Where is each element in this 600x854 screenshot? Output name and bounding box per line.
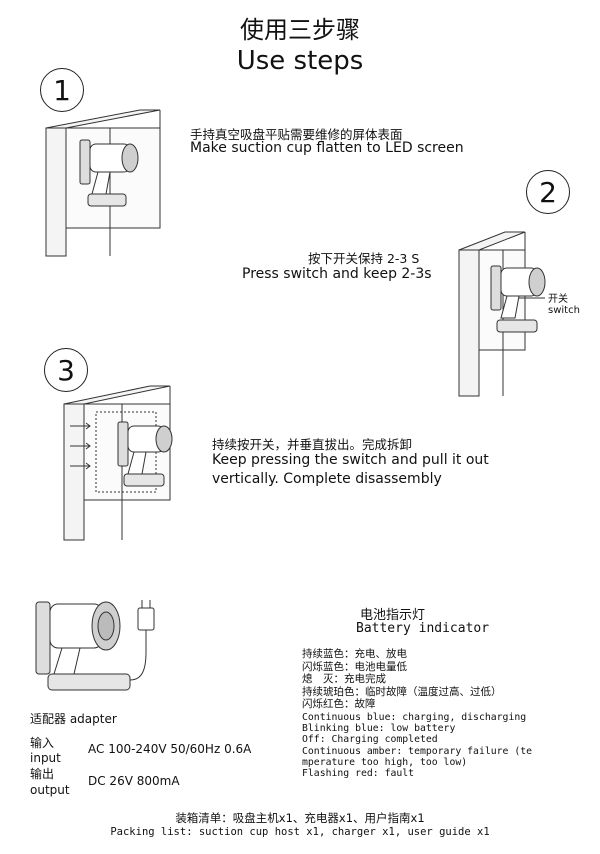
battery-en-line: Continuous blue: charging, discharging [302, 712, 527, 723]
step-3-caption-en-line1: Keep pressing the switch and pull it out [212, 452, 489, 468]
step-1-caption-cn: 手持真空吸盘平贴需要维修的屏体表面 [190, 127, 403, 142]
battery-en-line: mperature too high, too low) [302, 756, 468, 768]
battery-cn-line: 闪烁红色：故障 [302, 698, 376, 710]
page-title-en: Use steps [236, 46, 364, 76]
switch-label-en: switch [548, 305, 580, 316]
input-label-cn: 输入 [30, 736, 55, 750]
page-title-cn: 使用三步骤 [240, 16, 360, 44]
step-2-caption-en: Press switch and keep 2-3s [242, 266, 432, 282]
switch-label-cn: 开关 [548, 294, 568, 305]
battery-cn-line: 闪烁蓝色：电池电量低 [302, 660, 407, 673]
output-value: DC 26V 800mA [88, 774, 180, 788]
battery-title-en: Battery indicator [356, 621, 490, 636]
battery-en-line: Continuous amber: temporary failure (te [302, 745, 533, 757]
battery-en-line: Off: Charging completed [302, 734, 438, 746]
step-1-caption-en: Make suction cup flatten to LED screen [190, 140, 464, 156]
packing-list-cn: 装箱清单：吸盘主机x1、充电器x1、用户指南x1 [175, 811, 425, 825]
step-2-number: 2 [526, 170, 570, 214]
step-3-illustration [63, 385, 173, 541]
step-3-caption-cn: 持续按开关，并垂直拔出。完成拆卸 [212, 437, 413, 452]
battery-cn-line: 持续蓝色：充电、放电 [302, 648, 407, 660]
adapter-label: 适配器 adapter [30, 712, 117, 726]
battery-en-line: Blinking blue: low battery [302, 723, 456, 735]
battery-cn-line: 持续琥珀色：临时故障（温度过高、过低） [302, 685, 502, 698]
step-3-number: 3 [44, 348, 88, 392]
step-1-illustration [45, 109, 161, 257]
step-1-number: 1 [40, 68, 84, 112]
input-label-en: input [30, 751, 61, 765]
battery-en-line: Flashing red: fault [302, 768, 415, 780]
output-label-en: output [30, 783, 70, 797]
step-2-illustration [458, 231, 546, 397]
output-label-cn: 输出 [30, 767, 55, 781]
packing-list-en: Packing list: suction cup host x1, charg… [110, 826, 490, 838]
device-with-charger-illustration [35, 600, 155, 691]
battery-title-cn: 电池指示灯 [360, 608, 426, 623]
step-2-caption-cn: 按下开关保持 2-3 S [308, 251, 420, 266]
battery-cn-line: 熄 灭：充电完成 [302, 673, 386, 685]
input-value: AC 100-240V 50/60Hz 0.6A [88, 742, 252, 756]
step-3-caption-en-line2: vertically. Complete disassembly [212, 471, 442, 487]
